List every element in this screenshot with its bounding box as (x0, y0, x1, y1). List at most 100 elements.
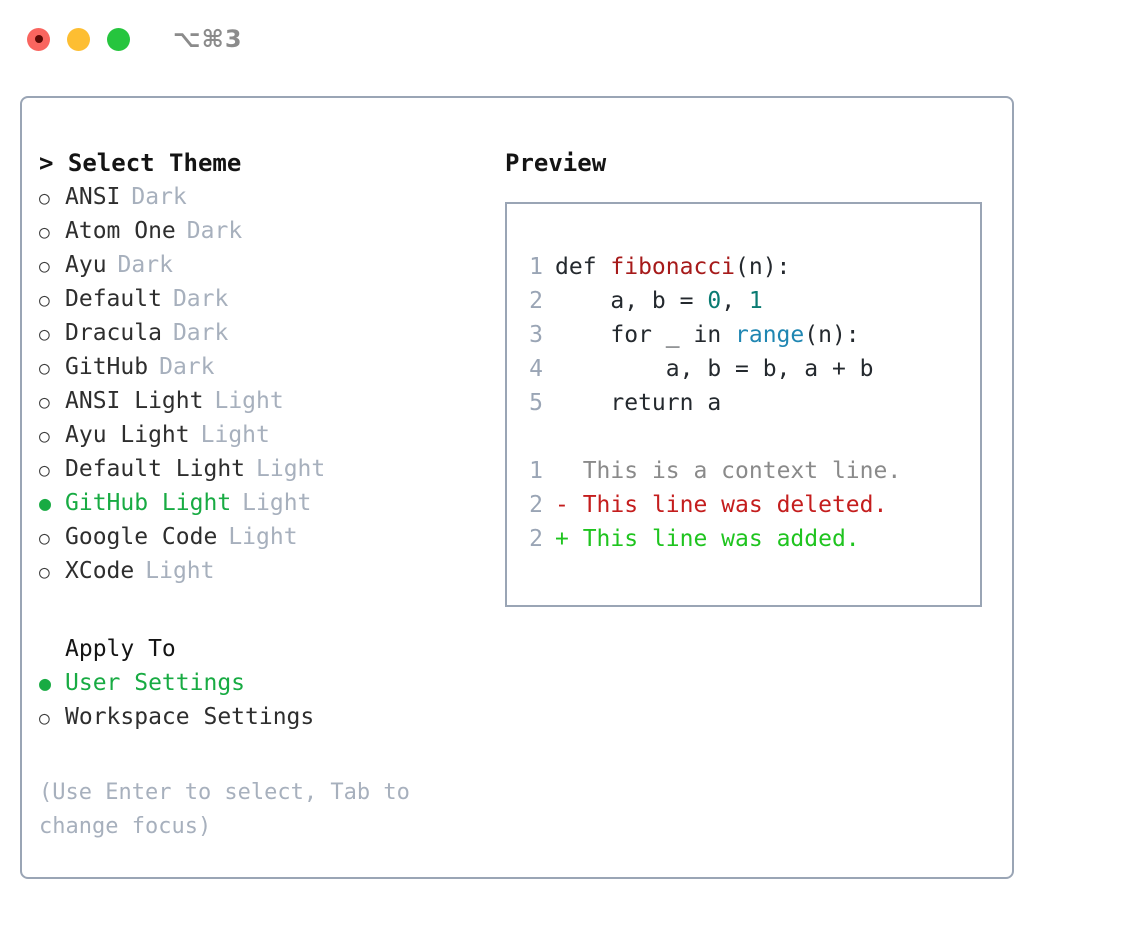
code-token: for _ in (555, 322, 736, 348)
diff-marker (555, 454, 583, 488)
apply-to-option-list: ● User Settings ○ Workspace Settings (39, 666, 487, 734)
code-token: fibonacci (610, 254, 736, 280)
radio-unselected-icon[interactable]: ○ (39, 426, 50, 447)
radio-selected-icon[interactable]: ● (39, 491, 52, 515)
minimize-button-icon[interactable] (67, 27, 90, 51)
apply-to-heading-row: ○ Apply To (39, 632, 487, 666)
code-token: def (555, 254, 611, 280)
theme-option-label: ANSI Light (65, 388, 204, 414)
code-line-content: a, b = 0, 1 (555, 284, 763, 318)
theme-option-label: ANSI (65, 184, 121, 210)
theme-variant-tag: Light (214, 388, 284, 414)
keyboard-hint-text: (Use Enter to select, Tab to change focu… (39, 780, 410, 839)
theme-option-row[interactable]: ○ GitHub Dark (39, 350, 487, 384)
diff-marker: + (555, 526, 583, 552)
code-line: 5 return a (525, 386, 980, 420)
apply-to-bullet-placeholder: ○ (39, 634, 65, 668)
diff-line: 2 + This line was added. (525, 522, 980, 556)
theme-option-label: GitHub (65, 354, 149, 380)
diff-line: 1 This is a context line. (525, 454, 980, 488)
diff-line-text: This line was added. (582, 526, 860, 552)
code-token: (n): (735, 254, 791, 280)
code-line-content: def fibonacci(n): (555, 250, 790, 284)
radio-unselected-icon[interactable]: ○ (39, 562, 50, 583)
diff-line-number: 2 (529, 526, 543, 552)
diff-line-text: This line was deleted. (582, 492, 888, 518)
radio-unselected-icon[interactable]: ○ (39, 222, 50, 243)
theme-option-row[interactable]: ○ Dracula Dark (39, 316, 487, 350)
theme-option-label: Default Light (65, 456, 246, 482)
code-token: a, b = b, a + b (555, 356, 874, 382)
zoom-button-icon[interactable] (107, 27, 130, 51)
diff-line-number: 2 (529, 492, 543, 518)
apply-to-option-label: User Settings (65, 670, 246, 696)
window-controls (27, 27, 130, 51)
radio-unselected-icon[interactable]: ○ (39, 324, 50, 345)
close-button-icon[interactable] (27, 27, 50, 51)
code-token: range (735, 322, 805, 348)
radio-unselected-icon[interactable]: ○ (39, 528, 50, 549)
apply-to-option-row[interactable]: ○ Workspace Settings (39, 700, 487, 734)
theme-option-row[interactable]: ● GitHub Light Light (39, 486, 487, 520)
theme-option-label: Default (65, 286, 162, 312)
apply-to-option-row[interactable]: ● User Settings (39, 666, 487, 700)
radio-unselected-icon[interactable]: ○ (39, 290, 50, 311)
diff-line: 2- This line was deleted. (525, 488, 980, 522)
radio-unselected-icon[interactable]: ○ (39, 460, 50, 481)
theme-option-row[interactable]: ○ XCode Light (39, 554, 487, 588)
theme-option-row[interactable]: ○ ANSI Light Light (39, 384, 487, 418)
close-dot-inner (34, 35, 43, 43)
theme-variant-tag: Dark (172, 320, 229, 346)
line-number: 1 (529, 254, 543, 280)
keyboard-shortcut-label: ⌥⌘3 (173, 25, 243, 53)
theme-variant-tag: Dark (159, 354, 215, 380)
section-spacer (39, 588, 487, 632)
title-bar: ⌥⌘3 (0, 0, 1140, 78)
theme-variant-tag: Dark (186, 218, 243, 244)
diff-line-text: This is a context line. (582, 458, 902, 484)
theme-option-label: Ayu (65, 252, 107, 278)
line-number: 5 (529, 390, 543, 416)
code-line-content: return a (555, 386, 721, 420)
radio-selected-icon[interactable]: ● (39, 671, 52, 695)
code-token: , (721, 288, 749, 314)
theme-option-label: Ayu Light (65, 422, 190, 448)
radio-unselected-icon[interactable]: ○ (39, 188, 50, 209)
line-number: 2 (529, 288, 543, 314)
radio-unselected-icon[interactable]: ○ (39, 256, 50, 277)
select-theme-heading: > Select Theme (39, 149, 242, 177)
theme-variant-tag: Light (242, 490, 312, 516)
theme-option-label: Google Code (65, 524, 218, 550)
theme-variant-tag: Dark (117, 252, 173, 278)
theme-option-label: GitHub Light (65, 490, 232, 516)
radio-unselected-icon[interactable]: ○ (39, 708, 50, 729)
code-token: a, b = (555, 288, 708, 314)
theme-option-label: XCode (65, 558, 135, 584)
diff-sample: 1 This is a context line.2- This line wa… (525, 454, 980, 556)
diff-line-number: 1 (529, 458, 543, 484)
theme-variant-tag: Light (145, 558, 215, 584)
code-line: 3 for _ in range(n): (525, 318, 980, 352)
theme-option-row[interactable]: ○ Ayu Dark (39, 248, 487, 282)
radio-unselected-icon[interactable]: ○ (39, 358, 50, 379)
code-line: 1 def fibonacci(n): (525, 250, 980, 284)
code-token: 1 (748, 288, 763, 314)
theme-option-label: Dracula (65, 320, 162, 346)
line-number: 3 (529, 322, 543, 348)
radio-unselected-icon[interactable]: ○ (39, 392, 50, 413)
preview-heading: Preview (505, 149, 607, 177)
apply-to-option-label: Workspace Settings (65, 704, 315, 730)
